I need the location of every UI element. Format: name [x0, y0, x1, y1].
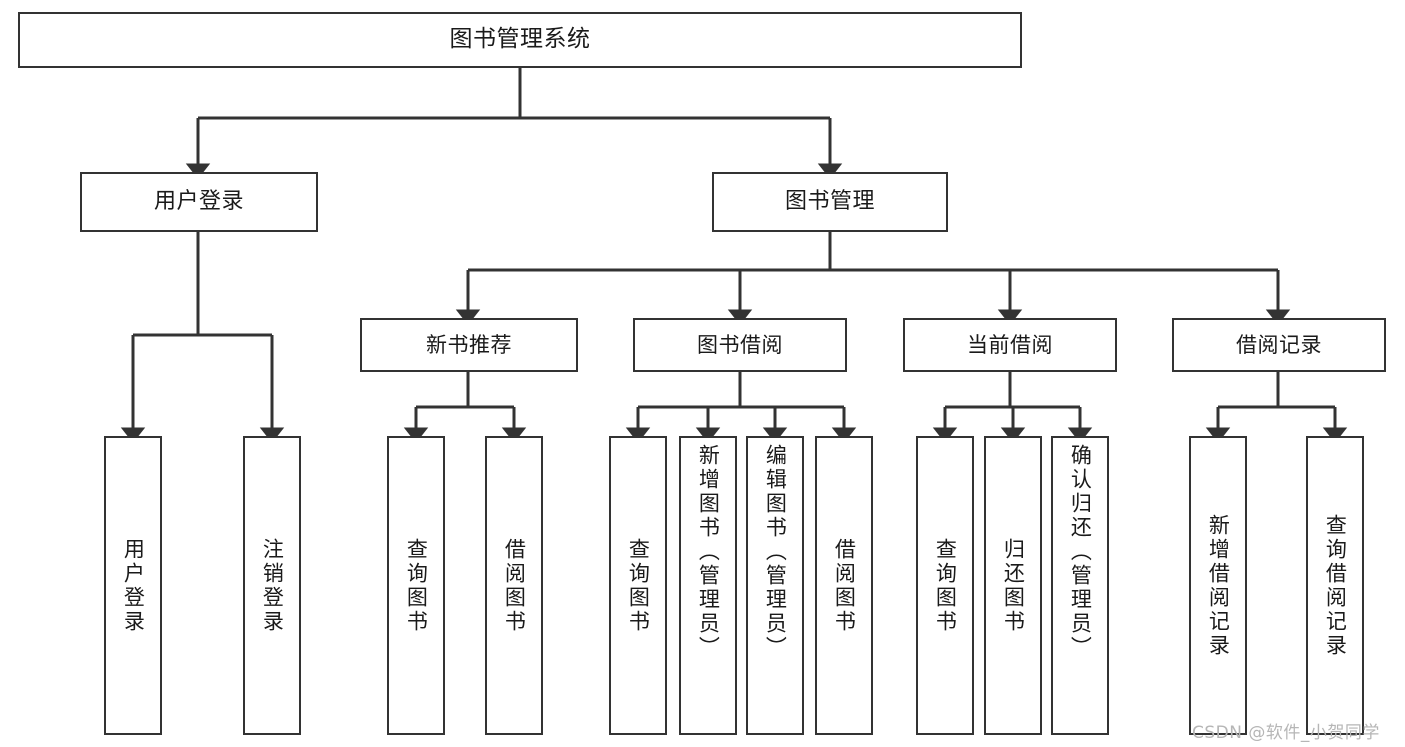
- watermark-label: CSDN @软件_小贺同学: [1192, 723, 1380, 743]
- node-level3-3[interactable]: 借阅记录: [1172, 318, 1386, 372]
- node-leaf-12[interactable]: 查询借阅记录: [1306, 436, 1364, 735]
- node-level3-0[interactable]: 新书推荐: [360, 318, 578, 372]
- node-leaf-11[interactable]: 新增借阅记录: [1189, 436, 1247, 735]
- node-leaf-9[interactable]: 归还图书: [984, 436, 1042, 735]
- node-leaf-8[interactable]: 查询图书: [916, 436, 974, 735]
- node-leaf-4[interactable]: 查询图书: [609, 436, 667, 735]
- edge-lines: [120, 68, 1348, 443]
- node-level3-2[interactable]: 当前借阅: [903, 318, 1117, 372]
- node-leaf-1[interactable]: 注销登录: [243, 436, 301, 735]
- node-leaf-10[interactable]: 确认归还（管理员）: [1051, 436, 1109, 735]
- node-leaf-3[interactable]: 借阅图书: [485, 436, 543, 735]
- node-level3-1[interactable]: 图书借阅: [633, 318, 847, 372]
- node-leaf-0[interactable]: 用户登录: [104, 436, 162, 735]
- node-level2-0[interactable]: 用户登录: [80, 172, 318, 232]
- node-leaf-5[interactable]: 新增图书（管理员）: [679, 436, 737, 735]
- node-level2-1[interactable]: 图书管理: [712, 172, 948, 232]
- node-leaf-6[interactable]: 编辑图书（管理员）: [746, 436, 804, 735]
- node-root-system[interactable]: 图书管理系统: [18, 12, 1022, 68]
- node-leaf-2[interactable]: 查询图书: [387, 436, 445, 735]
- node-leaf-7[interactable]: 借阅图书: [815, 436, 873, 735]
